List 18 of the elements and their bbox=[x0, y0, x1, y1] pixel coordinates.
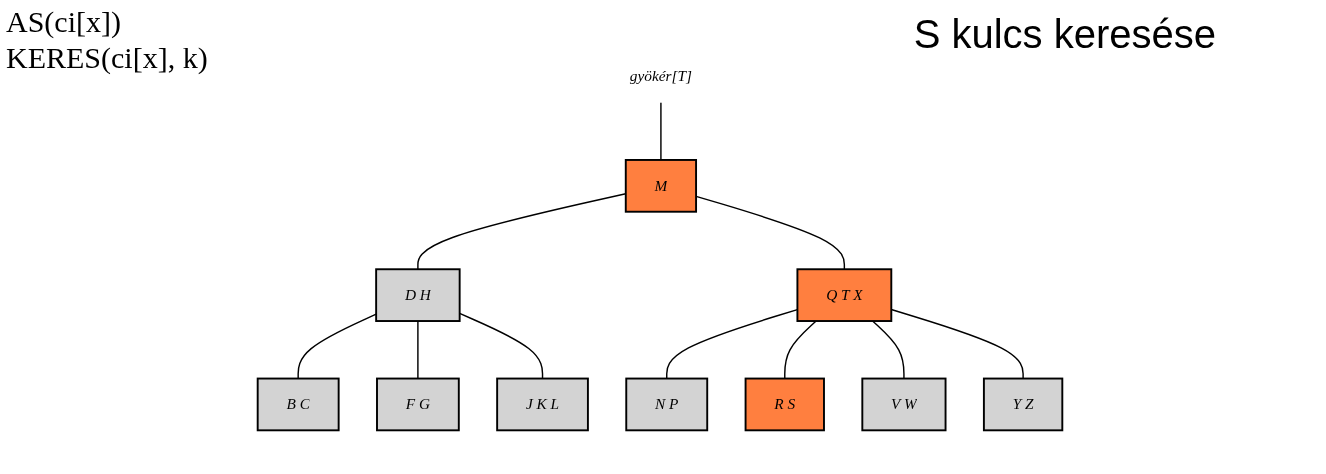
connector bbox=[871, 319, 905, 379]
node-box: N P bbox=[625, 377, 709, 431]
node-box: R S bbox=[744, 377, 825, 431]
node-box: Q T X bbox=[796, 267, 893, 322]
connector bbox=[784, 319, 817, 379]
node-box: J K L bbox=[496, 377, 589, 431]
node-text: gyökér[T] bbox=[629, 67, 693, 84]
node-box: D H bbox=[375, 267, 461, 322]
node-box: B C bbox=[256, 377, 340, 431]
formula-text: KERES(ci[x], k) bbox=[6, 40, 208, 76]
connector bbox=[417, 319, 419, 379]
connector bbox=[297, 312, 377, 379]
node-box: Y Z bbox=[982, 377, 1064, 431]
node-box: F G bbox=[376, 377, 460, 431]
connector bbox=[660, 101, 662, 161]
title: S kulcs keresése bbox=[913, 12, 1216, 57]
node-box: M bbox=[624, 158, 698, 213]
formula-text: AS(ci[x]) bbox=[6, 4, 122, 40]
